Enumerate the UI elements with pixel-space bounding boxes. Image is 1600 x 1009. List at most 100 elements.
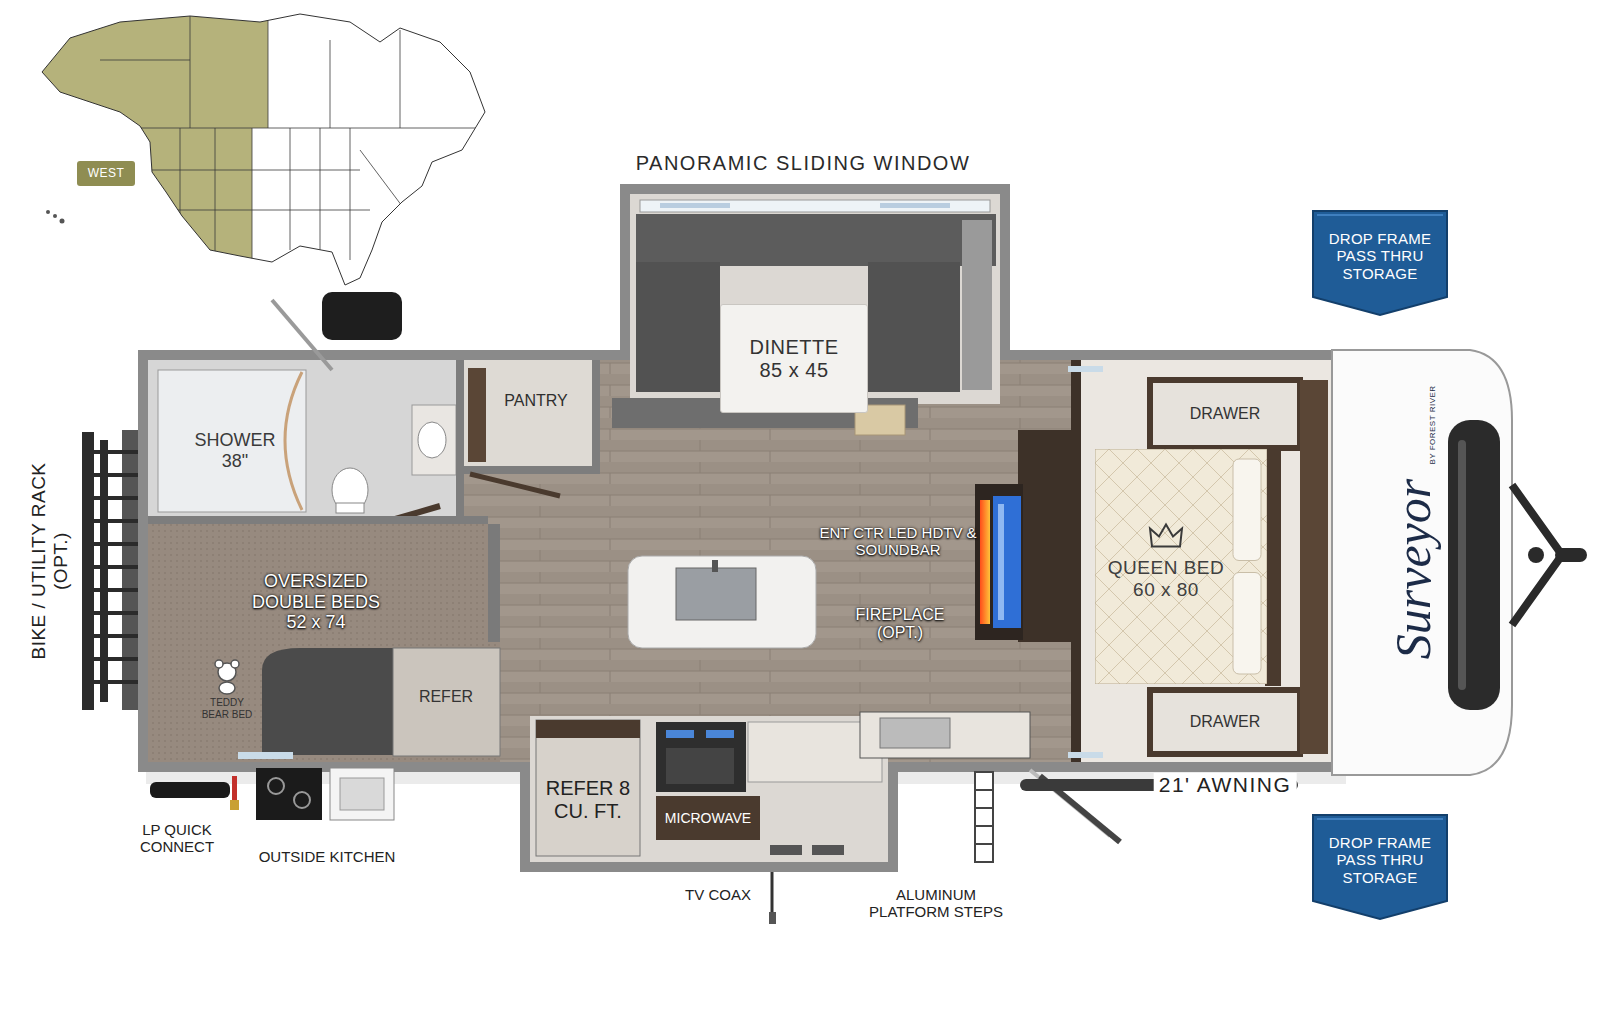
badge-shield [1313, 211, 1447, 315]
dinette-slide [612, 200, 996, 435]
outside-kitchen [268, 778, 284, 794]
utility-label: LP QUICK CONNECT [135, 821, 220, 856]
label-anchor: SHOWER 38" [190, 430, 280, 471]
region-map [0, 0, 480, 262]
outside-kitchen [150, 768, 394, 820]
kitchen-island [628, 556, 816, 648]
bunk-room [488, 524, 500, 642]
entertainment-center [1018, 430, 1073, 642]
dinette-table: DINETTE 85 x 45 [720, 304, 868, 413]
front-cap [1458, 440, 1466, 690]
pantry [468, 368, 486, 462]
kitchen-slide [666, 748, 734, 784]
utility-label: OUTSIDE KITCHEN [259, 848, 396, 865]
label-anchor: OUTSIDE KITCHEN [259, 848, 396, 865]
kitchen-island [676, 568, 756, 620]
dinette-slide [636, 262, 720, 392]
bike-rack [100, 440, 108, 702]
bathroom [148, 516, 488, 524]
pantry [592, 360, 600, 472]
label-anchor: Surveyor [1388, 479, 1438, 660]
bunk-room [393, 648, 500, 756]
room-label: PANTRY [504, 392, 567, 410]
bathroom [412, 405, 456, 475]
label-anchor: TV COAX [685, 886, 751, 903]
bunk-room [215, 660, 223, 668]
trailer-shell [138, 350, 1337, 772]
room-label: SHOWER 38" [190, 430, 280, 471]
bathroom [332, 468, 368, 512]
tv-coax [771, 872, 774, 914]
furniture-label: DRAWER [1190, 713, 1261, 731]
bed-quilt [1095, 449, 1267, 684]
callout-label: PANORAMIC SLIDING WINDOW [636, 152, 971, 175]
feature-label: FIREPLACE (OPT.) [845, 606, 955, 643]
bathroom [322, 292, 402, 340]
bathroom [158, 370, 306, 512]
region-map [53, 214, 57, 218]
bedroom [1300, 380, 1328, 754]
dinette-slide [636, 214, 996, 266]
kitchen-slide [656, 796, 760, 840]
entertainment-center [993, 496, 1021, 628]
outside-kitchen [230, 800, 239, 810]
pantry [456, 466, 600, 474]
trailer-shell [520, 716, 898, 872]
label-anchor: REFER 8 CU. FT. [542, 777, 634, 823]
bathroom [148, 360, 460, 520]
bathroom [336, 503, 364, 513]
label-anchor: ENT CTR LED HDTV & SOUNDBAR [816, 524, 981, 559]
entertainment-center [975, 484, 1023, 640]
bedroom [1068, 366, 1103, 372]
front-cap [1528, 547, 1544, 563]
bedroom [1265, 446, 1281, 686]
dinette-slide [660, 203, 730, 208]
bathroom [148, 292, 488, 524]
badge-text: DROP FRAME PASS THRU STORAGE [1324, 230, 1436, 282]
bed-pillow [1233, 459, 1261, 561]
label-anchor: PANTRY [504, 392, 567, 410]
tv-coax [769, 872, 776, 924]
awning-label: 21' AWNING [1154, 773, 1297, 797]
badge-shield [1313, 815, 1447, 919]
label-anchor: BY FOREST RIVER [1428, 385, 1437, 464]
bike-rack [82, 452, 138, 682]
bedroom [1150, 380, 1300, 448]
bedroom [1150, 690, 1300, 754]
region-tag: WEST [77, 161, 135, 186]
label-anchor: 21' AWNING [1154, 773, 1297, 797]
crown-icon [1150, 525, 1182, 547]
utility-label: ALUMINUM PLATFORM STEPS [861, 886, 1011, 921]
label-anchor: PANORAMIC SLIDING WINDOW [636, 152, 971, 175]
trailer-shell [630, 194, 1000, 404]
bunk-room [148, 524, 500, 762]
region-map [0, 0, 268, 270]
region-map [42, 14, 485, 285]
bunk-room [238, 752, 293, 759]
outside-kitchen [232, 776, 237, 800]
appliance-label: REFER [419, 688, 473, 706]
front-cap [1332, 350, 1512, 775]
label-anchor: DRAWER [1190, 713, 1261, 731]
brand-tagline: BY FOREST RIVER [1428, 385, 1437, 464]
dinette-slide [962, 220, 992, 390]
kitchen-slide [536, 720, 640, 856]
bed-label: QUEEN BED 60 x 80 [1104, 557, 1228, 601]
label-anchor: FIREPLACE (OPT.) [845, 606, 955, 643]
badge-trim [1317, 818, 1443, 820]
front-cap [1512, 485, 1562, 625]
entry-steps [975, 790, 993, 844]
kitchen-slide [666, 730, 694, 738]
brand-logo: Surveyor [1388, 479, 1438, 660]
queen-bed: QUEEN BED 60 x 80 [1095, 449, 1267, 684]
label-anchor: BIKE / UTILITY RACK (OPT.) [28, 446, 72, 676]
dinette-slide [868, 262, 960, 392]
trailer-shell [138, 184, 1346, 872]
bike-rack [122, 430, 138, 710]
badge-trim [1317, 214, 1443, 216]
kitchen-slide [536, 720, 640, 738]
kitchen-slide [880, 718, 950, 748]
furniture-label: DRAWER [1190, 405, 1261, 423]
kitchen-slide [656, 722, 746, 792]
